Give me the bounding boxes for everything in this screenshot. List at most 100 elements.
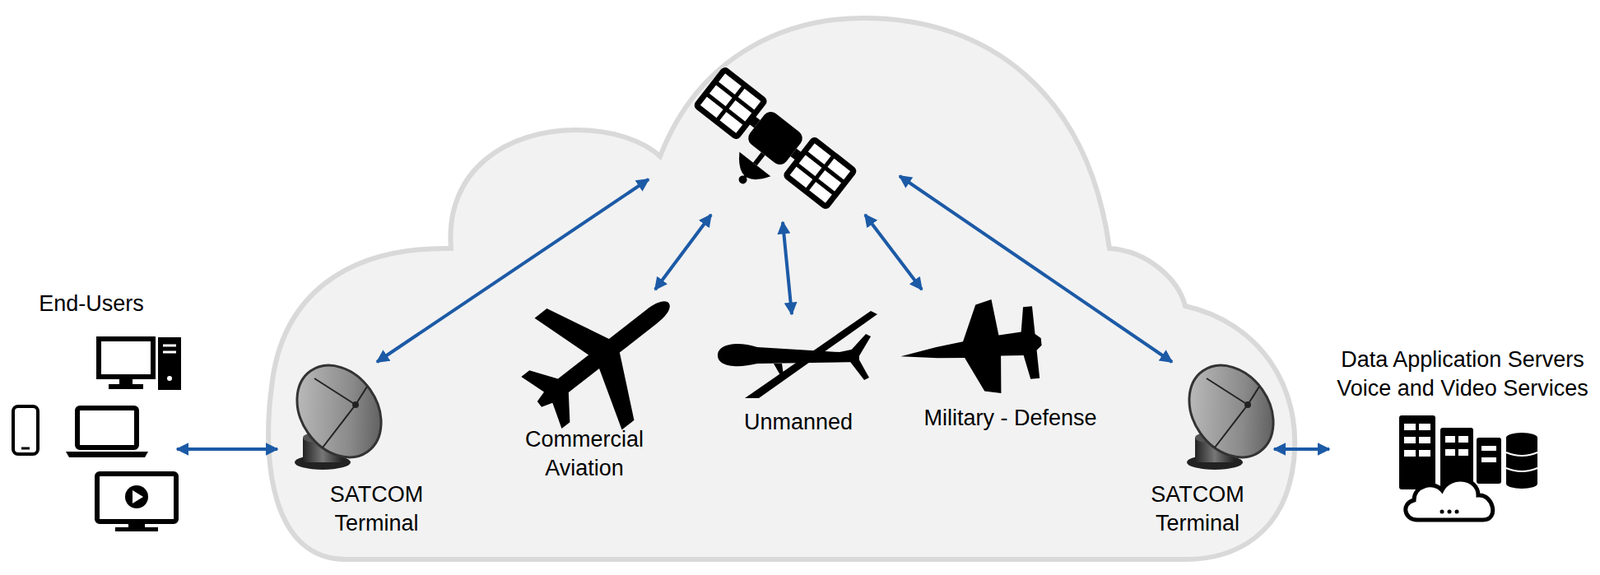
database-icon xyxy=(1506,432,1538,443)
database-icon xyxy=(1506,452,1538,456)
satellite-icon xyxy=(696,69,765,137)
satcom-dish-icon xyxy=(1214,404,1248,448)
tv-icon xyxy=(97,474,177,532)
desktop-icon xyxy=(167,376,173,382)
satellite-link xyxy=(655,214,712,290)
labelled-icon: End-Users xyxy=(8,289,175,537)
labelled-icon: Unmanned xyxy=(707,312,889,441)
tv-icon xyxy=(115,527,159,532)
tv-icon xyxy=(97,474,177,522)
server-icon xyxy=(1418,437,1431,444)
drone-icon xyxy=(847,357,870,381)
phone-icon xyxy=(13,406,38,455)
desktop-icon xyxy=(162,344,177,348)
server-icon xyxy=(1445,436,1456,443)
server-icon xyxy=(1481,446,1497,452)
desktop-icon xyxy=(108,384,144,390)
network-cloud xyxy=(268,18,1295,560)
node-label: Commercial Aviation xyxy=(510,425,659,484)
satcom-dish-icon xyxy=(279,348,399,474)
database-icon xyxy=(1506,468,1538,472)
node-label: SATCOM Terminal xyxy=(306,480,448,539)
labelled-icon: Commercial Aviation xyxy=(510,292,659,487)
satellite-link xyxy=(376,176,1173,363)
drone-icon xyxy=(773,363,784,376)
server-icon xyxy=(1404,423,1416,431)
desktop-icon xyxy=(98,339,154,377)
labelled-icon: Data Application Servers Voice and Video… xyxy=(1331,345,1594,531)
satcom-dish-icon xyxy=(1206,378,1248,405)
labelled-icon: SATCOM Terminal xyxy=(1123,370,1272,556)
tv-icon xyxy=(132,490,144,504)
database-icon xyxy=(1506,437,1538,484)
server-icon xyxy=(1476,437,1502,484)
satellite-link xyxy=(782,222,792,315)
drone-icon xyxy=(847,334,871,359)
satcom-dish-icon xyxy=(279,348,399,474)
satcom-dish-icon xyxy=(1172,348,1291,474)
server-icon xyxy=(1458,436,1469,443)
server-icon xyxy=(1399,415,1538,521)
satcom-dish-icon xyxy=(352,401,359,409)
node-label: Unmanned xyxy=(707,408,889,438)
satcom-dish-icon xyxy=(322,404,356,448)
desktop-icon xyxy=(98,337,182,391)
airliner-icon xyxy=(606,372,628,391)
satellite-icon xyxy=(730,152,772,190)
server-icon xyxy=(1445,449,1456,456)
tv-icon xyxy=(128,521,145,529)
satellite-icon xyxy=(737,173,749,186)
node-label: Military - Defense xyxy=(901,404,1120,433)
fighter-jet-icon xyxy=(896,294,1047,404)
satellite-link xyxy=(376,179,649,363)
labelled-icon: SATCOM Terminal xyxy=(279,370,474,556)
satellite-icon xyxy=(804,151,845,183)
airliner-icon xyxy=(570,325,591,345)
satcom-dish-icon xyxy=(1172,348,1291,474)
database-icon xyxy=(1506,479,1538,489)
satellite-icon xyxy=(754,153,763,165)
labelled-icon: Military - Defense xyxy=(901,300,1120,437)
server-icon xyxy=(1418,423,1431,431)
desktop-icon xyxy=(162,351,177,354)
server-icon xyxy=(1440,510,1445,515)
server-icon xyxy=(1447,510,1452,515)
laptop-icon xyxy=(77,408,137,448)
satellite-icon xyxy=(675,69,855,234)
server-icon xyxy=(1404,423,1497,463)
satellite-icon xyxy=(795,162,836,195)
drone-icon xyxy=(717,344,860,367)
server-icon xyxy=(1405,479,1494,521)
satcom-dish-icon xyxy=(1244,401,1252,409)
server-icon xyxy=(1458,449,1469,456)
server-icon xyxy=(1418,450,1431,457)
desktop-icon xyxy=(158,337,182,391)
fighter-jet-icon xyxy=(896,294,1047,404)
server-icon xyxy=(1399,415,1436,490)
node-label: Data Application Servers Voice and Video… xyxy=(1331,345,1594,404)
satcom-dish-icon xyxy=(314,378,356,405)
node-label: End-Users xyxy=(9,289,174,319)
laptop-icon xyxy=(65,451,149,458)
phone-icon xyxy=(13,406,38,455)
satellite-icon xyxy=(706,93,747,126)
link-arrow xyxy=(176,447,278,452)
desktop-icon xyxy=(119,376,133,386)
laptop-icon xyxy=(65,408,149,458)
phone-icon xyxy=(21,447,30,451)
satellite-link xyxy=(865,214,922,290)
server-icon xyxy=(1404,437,1416,444)
link-arrow xyxy=(1274,447,1330,452)
server-icon xyxy=(1481,457,1497,463)
tv-icon xyxy=(125,485,149,509)
node-label: SATCOM Terminal xyxy=(1126,480,1269,539)
satellite-icon xyxy=(715,81,756,113)
drone-icon xyxy=(744,311,878,399)
satellite-link xyxy=(899,176,1173,363)
server-icon xyxy=(1455,510,1460,515)
satellite-icon xyxy=(744,108,806,168)
server-icon xyxy=(1404,450,1416,457)
